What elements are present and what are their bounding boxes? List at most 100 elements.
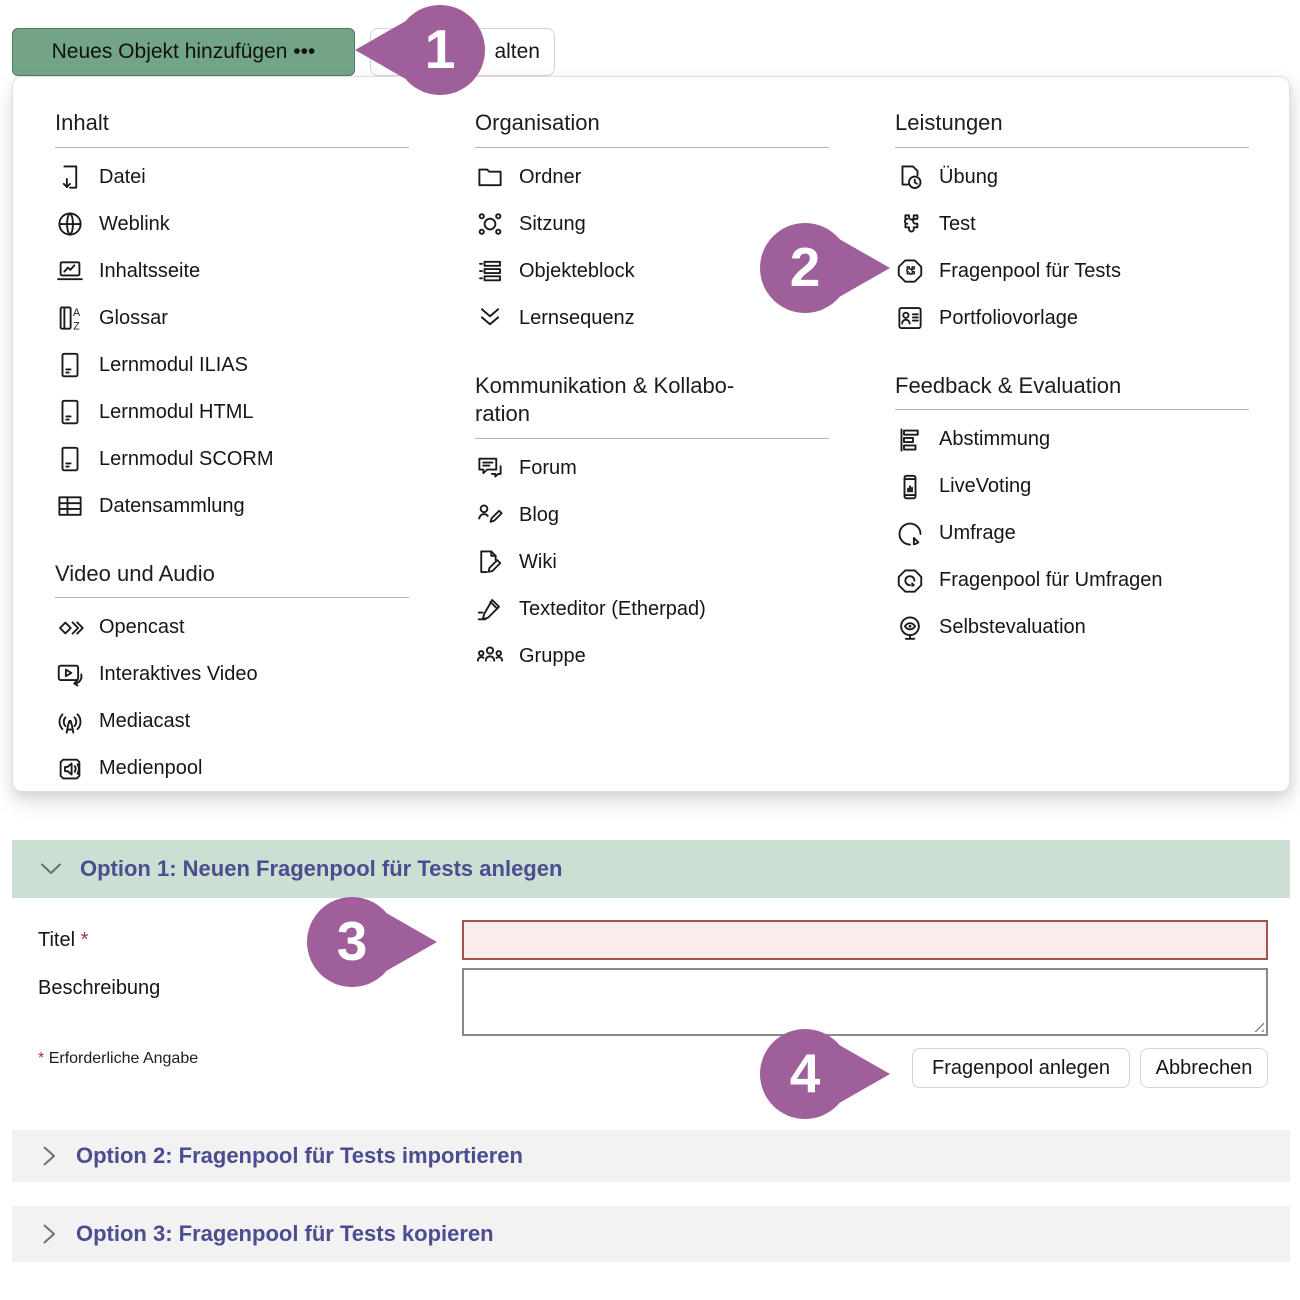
menu-item-umfrage[interactable]: Umfrage [895, 510, 1249, 557]
menu-item-label: Lernmodul SCORM [99, 447, 274, 470]
menu-item-lernsequenz[interactable]: Lernsequenz [475, 295, 829, 342]
menu-item-label: Portfoliovorlage [939, 306, 1078, 329]
menu-item-übung[interactable]: Übung [895, 154, 1249, 201]
menu-item-label: Objekteblock [519, 259, 635, 282]
menu-item-label: Selbstevaluation [939, 616, 1086, 639]
menu-item-forum[interactable]: Forum [475, 445, 829, 492]
menu-item-label: LiveVoting [939, 475, 1032, 498]
bar-chart-icon [895, 425, 925, 455]
speaker-icon [55, 754, 85, 784]
menu-item-label: Test [939, 212, 976, 235]
svg-text:4: 4 [790, 1042, 821, 1104]
section-title: Organisation [475, 97, 829, 148]
session-icon [475, 209, 505, 239]
section-title: Inhalt [55, 97, 409, 148]
menu-item-test[interactable]: Test [895, 201, 1249, 248]
menu-item-label: Lernsequenz [519, 306, 635, 329]
callout-4: 4 [760, 1029, 895, 1119]
menu-item-mediacast[interactable]: Mediacast [55, 698, 409, 745]
menu-item-objekteblock[interactable]: Objekteblock [475, 248, 829, 295]
menu-item-livevoting[interactable]: LiveVoting [895, 463, 1249, 510]
menu-item-gruppe[interactable]: Gruppe [475, 633, 829, 680]
menu-item-label: Fragenpool für Tests [939, 259, 1121, 282]
description-textarea[interactable] [462, 968, 1268, 1036]
menu-item-fragenpool-für-umfragen[interactable]: Fragenpool für Umfragen [895, 557, 1249, 604]
menu-item-label: Fragenpool für Umfragen [939, 569, 1163, 592]
object-block-icon [475, 256, 505, 286]
menu-item-label: Opencast [99, 616, 185, 639]
menu-item-selbstevaluation[interactable]: Selbstevaluation [895, 604, 1249, 651]
add-new-object-button[interactable]: Neues Objekt hinzufügen ••• [12, 28, 355, 76]
group-icon [475, 641, 505, 671]
menu-item-label: Interaktives Video [99, 663, 258, 686]
menu-item-weblink[interactable]: Weblink [55, 201, 409, 248]
required-asterisk: * [38, 1050, 45, 1067]
create-question-pool-button[interactable]: Fragenpool anlegen [912, 1048, 1130, 1088]
menu-item-label: Inhaltsseite [99, 259, 201, 282]
menu-item-datei[interactable]: Datei [55, 154, 409, 201]
wiki-icon [475, 547, 505, 577]
title-input[interactable] [462, 920, 1268, 960]
blog-icon [475, 500, 505, 530]
svg-text:A: A [73, 307, 81, 319]
portfolio-icon [895, 303, 925, 333]
menu-item-label: Datei [99, 165, 146, 188]
menu-item-texteditor-etherpad[interactable]: Texteditor (Etherpad) [475, 586, 829, 633]
menu-item-datensammlung[interactable]: Datensammlung [55, 483, 409, 530]
puzzle-icon [895, 209, 925, 239]
accordion-title: Option 2: Fragenpool für Tests importier… [76, 1143, 523, 1168]
secondary-toolbar-button[interactable]: alten [370, 28, 555, 76]
question-pool-icon [895, 256, 925, 286]
menu-item-fragenpool-für-tests[interactable]: Fragenpool für Tests [895, 248, 1249, 295]
cancel-button[interactable]: Abbrechen [1140, 1048, 1268, 1088]
menu-item-label: Wiki [519, 550, 557, 573]
menu-item-lernmodul-html[interactable]: Lernmodul HTML [55, 389, 409, 436]
menu-item-label: Lernmodul HTML [99, 400, 254, 423]
menu-item-opencast[interactable]: Opencast [55, 604, 409, 651]
section-title: Feedback & Evaluation [895, 360, 1249, 411]
menu-item-portfoliovorlage[interactable]: Portfoliovorlage [895, 295, 1249, 342]
menu-item-ordner[interactable]: Ordner [475, 154, 829, 201]
menu-item-medienpool[interactable]: Medienpool [55, 745, 409, 791]
menu-item-label: Medienpool [99, 757, 203, 780]
chevron-right-icon [38, 1221, 60, 1247]
menu-item-lernmodul-scorm[interactable]: Lernmodul SCORM [55, 436, 409, 483]
section-title: Kommunikation & Kollabo- ration [475, 360, 829, 439]
menu-item-label: Abstimmung [939, 428, 1051, 451]
description-textarea-wrap [462, 968, 1268, 1036]
accordion-option-2-header[interactable]: Option 2: Fragenpool für Tests importier… [12, 1130, 1290, 1182]
description-label: Beschreibung [38, 977, 161, 999]
folder-icon [475, 162, 505, 192]
accordion-option-1-header[interactable]: Option 1: Neuen Fragenpool für Tests anl… [12, 840, 1290, 898]
accordion-option-3-header[interactable]: Option 3: Fragenpool für Tests kopieren [12, 1206, 1290, 1262]
opencast-icon [55, 613, 85, 643]
callout-3: 3 [307, 897, 442, 987]
section-title: Leistungen [895, 97, 1249, 148]
accordion-title: Option 3: Fragenpool für Tests kopieren [76, 1221, 494, 1246]
menu-item-label: Sitzung [519, 212, 586, 235]
broadcast-icon [55, 707, 85, 737]
menu-item-label: Weblink [99, 212, 170, 235]
menu-item-label: Übung [939, 165, 998, 188]
menu-item-lernmodul-ilias[interactable]: Lernmodul ILIAS [55, 342, 409, 389]
menu-item-label: Blog [519, 503, 560, 526]
table-icon [55, 491, 85, 521]
menu-item-wiki[interactable]: Wiki [475, 539, 829, 586]
svg-text:3: 3 [337, 910, 368, 972]
menu-item-blog[interactable]: Blog [475, 492, 829, 539]
learning-module-icon [55, 397, 85, 427]
menu-item-abstimmung[interactable]: Abstimmung [895, 416, 1249, 463]
menu-item-sitzung[interactable]: Sitzung [475, 201, 829, 248]
menu-item-interaktives-video[interactable]: Interaktives Video [55, 651, 409, 698]
menu-item-label: Forum [519, 456, 577, 479]
menu-item-inhaltsseite[interactable]: Inhaltsseite [55, 248, 409, 295]
